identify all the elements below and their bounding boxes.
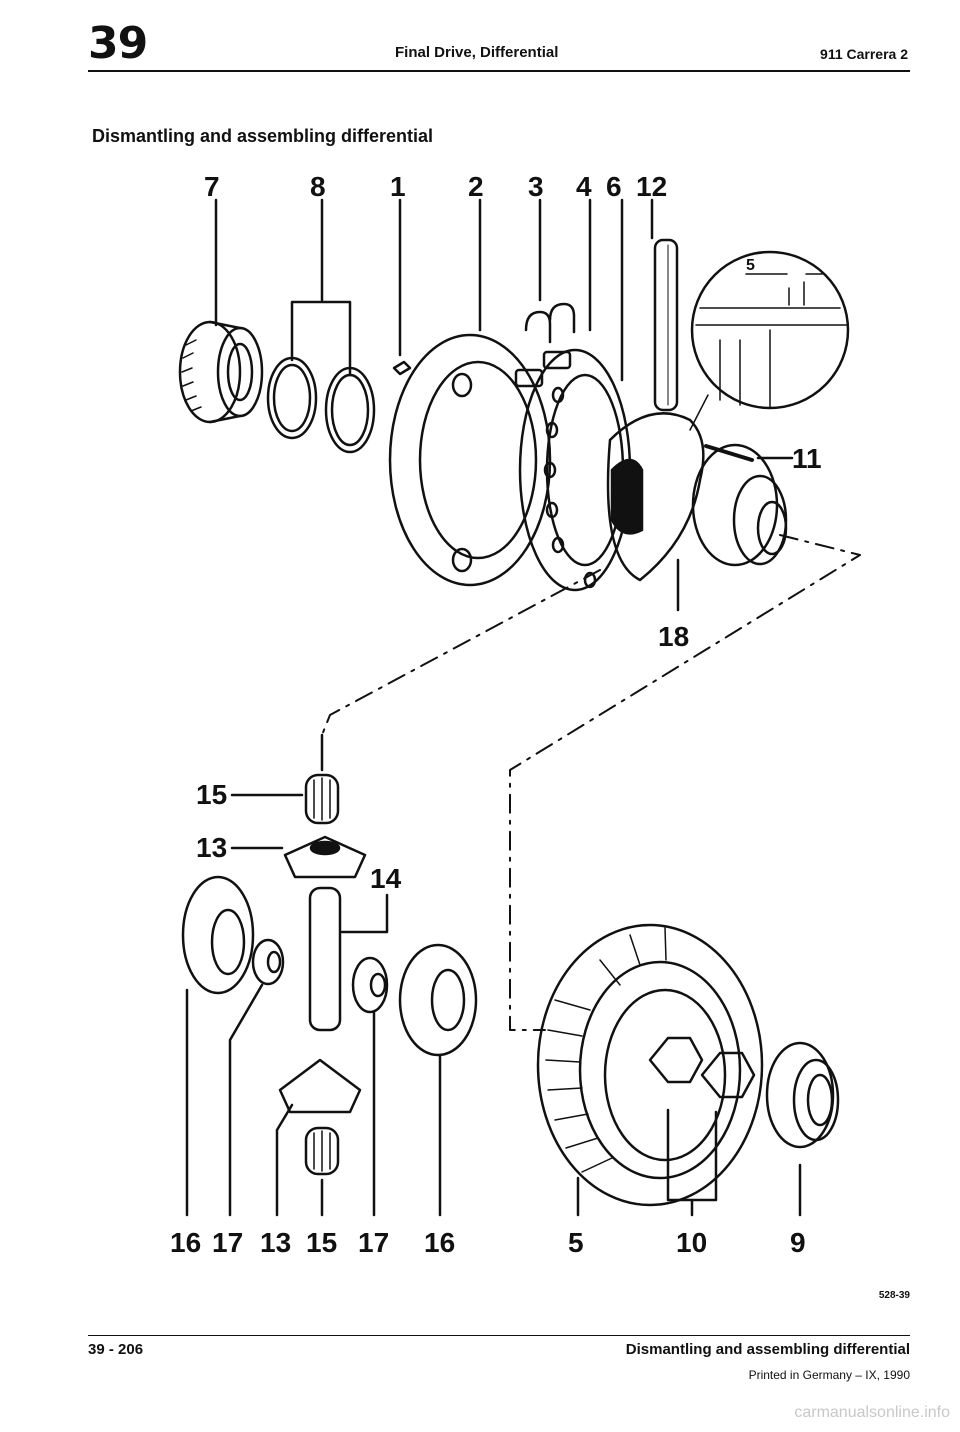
callout-17-left: 17 bbox=[212, 1227, 243, 1258]
crown-wheel-5 bbox=[536, 923, 764, 1207]
dash-line-right bbox=[509, 534, 861, 1031]
detail-circle bbox=[689, 250, 850, 431]
side-gear-16-right bbox=[398, 943, 478, 1057]
side-gear-16-left bbox=[181, 875, 255, 995]
pinion-gear-13-bottom bbox=[278, 1058, 362, 1114]
leader-17-left bbox=[228, 983, 264, 1217]
callout-3: 3 bbox=[528, 171, 544, 202]
chapter-title: Final Drive, Differential bbox=[395, 44, 559, 61]
dash-line-left bbox=[321, 569, 601, 736]
callout-16-right: 16 bbox=[424, 1227, 455, 1258]
bearing-9 bbox=[765, 1041, 840, 1149]
callout-9: 9 bbox=[790, 1227, 806, 1258]
cover-2 bbox=[388, 333, 552, 587]
callout-18: 18 bbox=[658, 621, 689, 652]
leader-14 bbox=[340, 893, 389, 934]
callout-11: 11 bbox=[792, 443, 822, 474]
leader-13-bottom bbox=[275, 1103, 294, 1217]
page-number: 39 - 206 bbox=[88, 1341, 144, 1358]
bolts-10 bbox=[648, 1036, 756, 1099]
header-rule bbox=[88, 70, 910, 72]
callout-13-bottom: 13 bbox=[260, 1227, 291, 1258]
needle-bearing-15-top bbox=[304, 773, 340, 825]
shims-8 bbox=[266, 356, 376, 454]
callout-13: 13 bbox=[196, 832, 227, 863]
thrust-washer-17-left bbox=[251, 938, 285, 986]
footer-title: Dismantling and assembling differential bbox=[625, 1341, 910, 1358]
callout-5: 5 bbox=[568, 1227, 584, 1258]
figure-code: 528-39 bbox=[878, 1290, 910, 1301]
callout-14: 14 bbox=[370, 863, 402, 894]
clip-1 bbox=[392, 360, 412, 376]
callout-7: 7 bbox=[204, 171, 220, 202]
callout-2: 2 bbox=[468, 171, 484, 202]
watermark: carmanualsonline.info bbox=[794, 1404, 950, 1421]
printed-info: Printed in Germany – IX, 1990 bbox=[748, 1368, 910, 1382]
callout-8: 8 bbox=[310, 171, 326, 202]
needle-bearing-15-bottom bbox=[304, 1126, 340, 1176]
thrust-washer-17-right bbox=[351, 956, 389, 1014]
bolts-4 bbox=[514, 350, 572, 388]
chapter-number: 39 bbox=[88, 18, 148, 69]
callout-15-bottom: 15 bbox=[306, 1227, 337, 1258]
pinion-gear-13-top bbox=[283, 835, 367, 879]
callout-12: 12 bbox=[636, 171, 667, 202]
callout-6: 6 bbox=[606, 171, 622, 202]
pin-11 bbox=[704, 444, 754, 462]
leader-8-bracket bbox=[290, 300, 352, 377]
callout-1: 1 bbox=[390, 171, 406, 202]
housing-6 bbox=[518, 348, 788, 592]
callout-15: 15 bbox=[196, 779, 227, 810]
cross-shaft-14 bbox=[308, 886, 342, 1032]
callout-17-right: 17 bbox=[358, 1227, 389, 1258]
callout-16-left: 16 bbox=[170, 1227, 201, 1258]
bearing-7 bbox=[178, 320, 264, 424]
shaft-12 bbox=[653, 238, 679, 412]
section-title: Dismantling and assembling differential bbox=[92, 126, 434, 146]
lock-plate-3 bbox=[524, 302, 576, 344]
detail-dimension: 5 bbox=[746, 257, 755, 274]
callout-4: 4 bbox=[576, 171, 592, 202]
callout-10: 10 bbox=[676, 1227, 707, 1258]
footer-rule bbox=[88, 1335, 910, 1336]
model-name: 911 Carrera 2 bbox=[820, 46, 908, 62]
